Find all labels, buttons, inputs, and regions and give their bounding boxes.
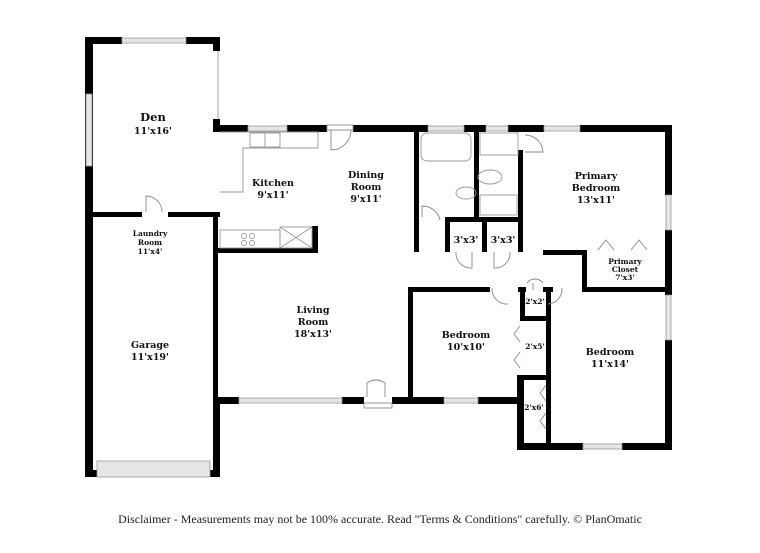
svg-text:Room: Room: [351, 182, 382, 193]
laundry-garage-walls: [85, 195, 220, 477]
room-label-garage: Garage 11'x19': [131, 340, 169, 363]
room-label-closet-b: 3'x3': [491, 235, 516, 246]
bath-window-2: [485, 125, 509, 132]
room-label-living: Living Room 18'x13': [294, 305, 332, 340]
svg-text:7'x3': 7'x3': [615, 273, 635, 282]
room-label-primary-bedroom: Primary Bedroom 13'x11': [572, 171, 620, 206]
room-label-closet-a: 3'x3': [454, 235, 479, 246]
bath-window-1: [427, 125, 465, 132]
svg-text:Primary: Primary: [608, 257, 642, 266]
svg-text:9'x11': 9'x11': [350, 194, 381, 205]
svg-text:Den: Den: [140, 110, 166, 124]
svg-text:Primary: Primary: [575, 171, 618, 182]
disclaimer-text: Disclaimer - Measurements may not be 100…: [118, 512, 642, 526]
den-walls: [85, 37, 220, 477]
svg-text:9'x11': 9'x11': [257, 190, 288, 201]
svg-text:Laundry: Laundry: [133, 229, 168, 238]
svg-text:Dining: Dining: [348, 170, 384, 181]
svg-text:Room: Room: [298, 317, 329, 328]
bedroom3-window-bottom: [582, 443, 623, 450]
svg-text:Kitchen: Kitchen: [252, 178, 294, 189]
primary-window-top: [543, 125, 581, 132]
room-label-den: Den 11'x16': [134, 110, 172, 137]
room-label-closet-d: 2'x5': [525, 342, 545, 351]
svg-text:Closet: Closet: [612, 265, 639, 274]
room-label-closet-c: 2'x2': [525, 297, 545, 306]
room-label-bedroom-2: Bedroom 10'x10': [442, 330, 490, 353]
svg-text:Garage: Garage: [131, 340, 169, 351]
svg-text:11'x19': 11'x19': [131, 352, 169, 363]
svg-text:Living: Living: [297, 305, 330, 316]
hall-walls: [408, 239, 672, 450]
living-south-wall: [213, 379, 524, 409]
bath-walls: [414, 130, 544, 269]
bedroom2-window: [443, 397, 479, 404]
kitchen-window: [247, 125, 288, 132]
room-label-bedroom-3: Bedroom 11'x14': [586, 347, 634, 370]
svg-text:Bedroom: Bedroom: [586, 347, 634, 358]
room-label-dining: Dining Room 9'x11': [348, 170, 384, 205]
svg-text:Bedroom: Bedroom: [442, 330, 490, 341]
den-window-left: [85, 93, 93, 167]
north-walls: [213, 125, 672, 295]
svg-text:10'x10': 10'x10': [447, 342, 485, 353]
bedroom3-window-side: [665, 294, 672, 341]
svg-text:11'x4': 11'x4': [138, 247, 163, 256]
svg-text:11'x14': 11'x14': [591, 359, 629, 370]
fridge-icon: [279, 226, 313, 249]
living-window: [238, 397, 343, 404]
room-label-laundry: Laundry Room 11'x4': [133, 229, 168, 256]
room-label-primary-closet: Primary Closet 7'x3': [608, 257, 642, 282]
dining-north-door: [326, 124, 354, 151]
den-window-top: [121, 37, 187, 44]
svg-text:13'x11': 13'x11': [577, 195, 615, 206]
svg-text:11'x16': 11'x16': [134, 126, 172, 137]
kitchen-counters: [218, 131, 319, 253]
svg-text:Bedroom: Bedroom: [572, 183, 620, 194]
room-label-kitchen: Kitchen 9'x11': [252, 178, 294, 201]
svg-text:Room: Room: [138, 238, 162, 247]
garage-door: [96, 460, 211, 478]
svg-text:18'x13': 18'x13': [294, 329, 332, 340]
room-label-closet-e: 2'x6': [524, 403, 544, 412]
primary-window-side: [665, 194, 672, 231]
